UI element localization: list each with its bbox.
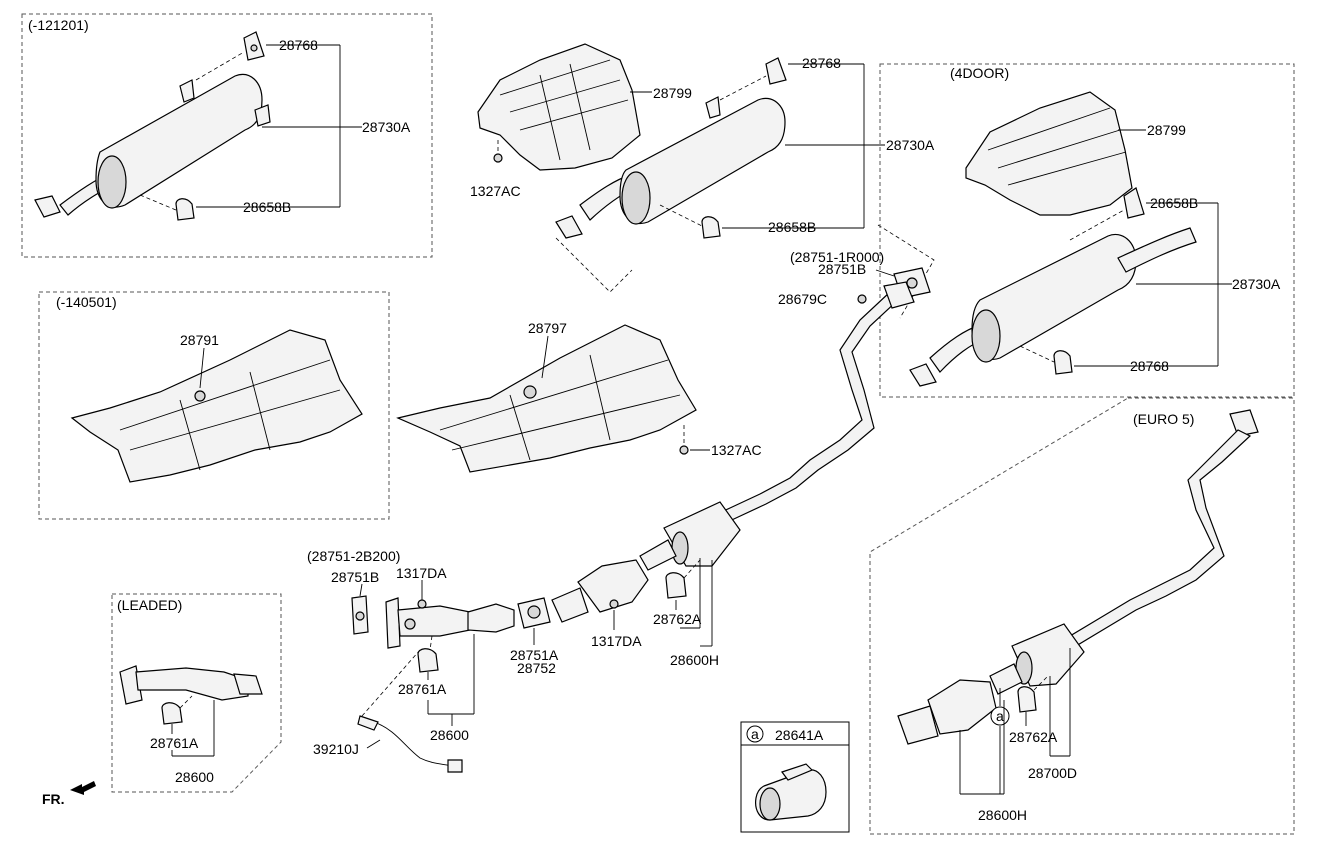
label-28730a-b: 28730A	[886, 137, 935, 153]
label-1317da-a: 1317DA	[396, 565, 447, 581]
legend-marker: a	[751, 726, 759, 742]
frame-euro5-label: (EURO 5)	[1133, 411, 1194, 427]
label-28658b-b: 28658B	[768, 219, 816, 235]
callout-marker-a: a	[996, 708, 1004, 724]
label-28761a-main: 28761A	[398, 681, 447, 697]
bolt-1317da-a	[417, 599, 427, 609]
frame-121201-label: (-121201)	[28, 17, 89, 33]
frame-140501-label: (-140501)	[56, 294, 117, 310]
frame-140501	[38, 291, 390, 520]
label-28751b-a: 28751B	[818, 261, 866, 277]
label-1327ac-a: 1327AC	[470, 183, 521, 199]
label-28797: 28797	[528, 320, 567, 336]
clamp-28641a	[755, 763, 827, 821]
front-direction-label: FR.	[42, 791, 65, 807]
hanger-28762a-euro5	[1017, 686, 1037, 713]
label-28799-4door: 28799	[1147, 122, 1186, 138]
gasket-28751a	[517, 597, 551, 629]
label-28600h-euro5: 28600H	[978, 807, 1027, 823]
hanger-28658b-b	[701, 216, 721, 239]
hanger-28762a-main	[665, 572, 687, 599]
rear-muffler-4door	[909, 227, 1197, 387]
callout-circle-a	[990, 706, 1010, 726]
center-pipe-main	[639, 281, 915, 571]
label-39210j: 39210J	[313, 741, 359, 757]
hanger-28658b-c	[1123, 187, 1145, 219]
nut-28679c	[857, 294, 867, 304]
label-28600h-main: 28600H	[670, 652, 719, 668]
front-pipe-28600	[385, 597, 515, 649]
nut-1327ac-a	[493, 153, 503, 163]
variant-28751-2b200: (28751-2B200)	[307, 548, 400, 564]
frame-4door	[879, 63, 1295, 398]
frame-121201	[21, 13, 433, 258]
label-28752: 28752	[517, 660, 556, 676]
label-28791: 28791	[180, 332, 219, 348]
label-28658b-c: 28658B	[1150, 195, 1198, 211]
label-28679c: 28679C	[778, 291, 827, 307]
frame-leaded-label: (LEADED)	[117, 597, 182, 613]
catalytic-converter-euro5	[897, 679, 997, 745]
hanger-28658b-a	[175, 198, 195, 221]
hanger-28768-b	[765, 57, 787, 85]
label-28751b-b: 28751B	[331, 569, 379, 585]
rear-muffler-center	[555, 96, 786, 239]
front-pipe-leaded	[119, 665, 263, 705]
legend-box: a 28641A	[740, 721, 850, 833]
heat-shield-28799-4door	[965, 91, 1133, 216]
hanger-28761a-main	[417, 648, 439, 673]
variant-28751-1r000: (28751-1R000)	[790, 249, 884, 265]
label-28730a-c: 28730A	[1232, 276, 1281, 292]
frame-leaded	[111, 593, 282, 793]
label-28730a-a: 28730A	[362, 119, 411, 135]
label-28761a-leaded: 28761A	[150, 735, 199, 751]
label-1317da-b: 1317DA	[591, 633, 642, 649]
frame-4door-label: (4DOOR)	[950, 65, 1009, 81]
hanger-28768-c	[1053, 350, 1073, 375]
label-28600-leaded: 28600	[175, 769, 214, 785]
label-28700d: 28700D	[1028, 765, 1077, 781]
hanger-28761a-leaded	[161, 702, 183, 725]
label-28799-center: 28799	[653, 85, 692, 101]
label-1327ac-b: 1327AC	[711, 442, 762, 458]
legend-part-28641a: 28641A	[775, 727, 824, 743]
label-28658b-a: 28658B	[243, 199, 291, 215]
center-pipe-euro5	[989, 409, 1259, 695]
oxygen-sensor-39210j	[357, 715, 463, 773]
front-arrow-icon	[70, 781, 96, 795]
nut-1327ac-b	[679, 445, 689, 455]
catalytic-converter-main	[551, 559, 649, 623]
heat-shield-28797	[396, 324, 697, 473]
frame-euro5	[869, 397, 1295, 835]
rear-muffler-121201	[34, 73, 271, 218]
label-28751a: 28751A	[510, 647, 559, 663]
hanger-28768-a	[243, 31, 265, 61]
label-28600-main: 28600	[430, 727, 469, 743]
label-28768-c: 28768	[1130, 358, 1169, 374]
heat-shield-28799-center	[477, 43, 641, 171]
gasket-28751b-b	[351, 595, 369, 635]
label-28768-b: 28768	[802, 55, 841, 71]
heat-shield-28791	[70, 329, 363, 483]
label-28768-a: 28768	[279, 37, 318, 53]
label-28762a-euro5: 28762A	[1009, 729, 1058, 745]
label-28762a-main: 28762A	[653, 611, 702, 627]
